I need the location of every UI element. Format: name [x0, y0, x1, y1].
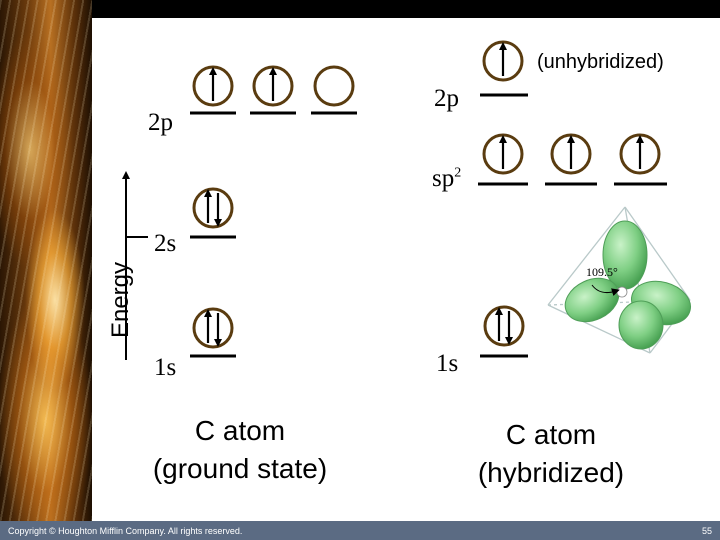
ground-1s-electrons [204, 309, 222, 347]
energy-axis-label: Energy [107, 261, 134, 339]
hybrid-1s-label: 1s [436, 350, 459, 377]
ground-1s-label: 1s [154, 354, 177, 381]
ground-2s-electrons [204, 189, 222, 227]
energy-axis [122, 171, 148, 360]
sp3-tetrahedron-illustration: 109.5° [547, 206, 691, 354]
hybrid-sp3-electrons [499, 135, 644, 169]
hybrid-sp-base: sp [432, 165, 455, 192]
hybrid-sp3-orbitals [478, 133, 667, 186]
ground-1s-orbital [190, 307, 236, 358]
hybrid-sp-superscript: 2 [454, 165, 462, 181]
hybrid-1s-electrons [495, 307, 513, 345]
hybrid-2p-label: 2p [434, 85, 459, 112]
ground-state-caption: C atom (ground state) [110, 412, 370, 488]
fire-decoration [0, 0, 92, 540]
hybrid-1s-orbital [480, 305, 528, 358]
bond-angle-label: 109.5° [586, 265, 618, 279]
ground-2p-electrons [209, 67, 277, 101]
page-number: 55 [701, 526, 712, 536]
hybrid-caption-line1: C atom [505, 419, 597, 450]
ground-2p-label: 2p [148, 109, 173, 136]
ground-caption-line1: C atom [194, 415, 286, 446]
ground-2s-orbital [190, 187, 236, 239]
hybrid-sp3-label: sp2 [432, 166, 461, 191]
footer-bar [0, 521, 720, 540]
copyright-text: Copyright © Houghton Mifflin Company. Al… [8, 526, 243, 536]
hybrid-caption-line2: (hybridized) [477, 457, 625, 488]
hybridized-caption: C atom (hybridized) [421, 416, 681, 492]
ground-caption-line2: (ground state) [152, 453, 328, 484]
top-band [92, 0, 720, 18]
unhybridized-note: (unhybridized) [537, 51, 664, 73]
ground-2s-label: 2s [154, 230, 177, 257]
